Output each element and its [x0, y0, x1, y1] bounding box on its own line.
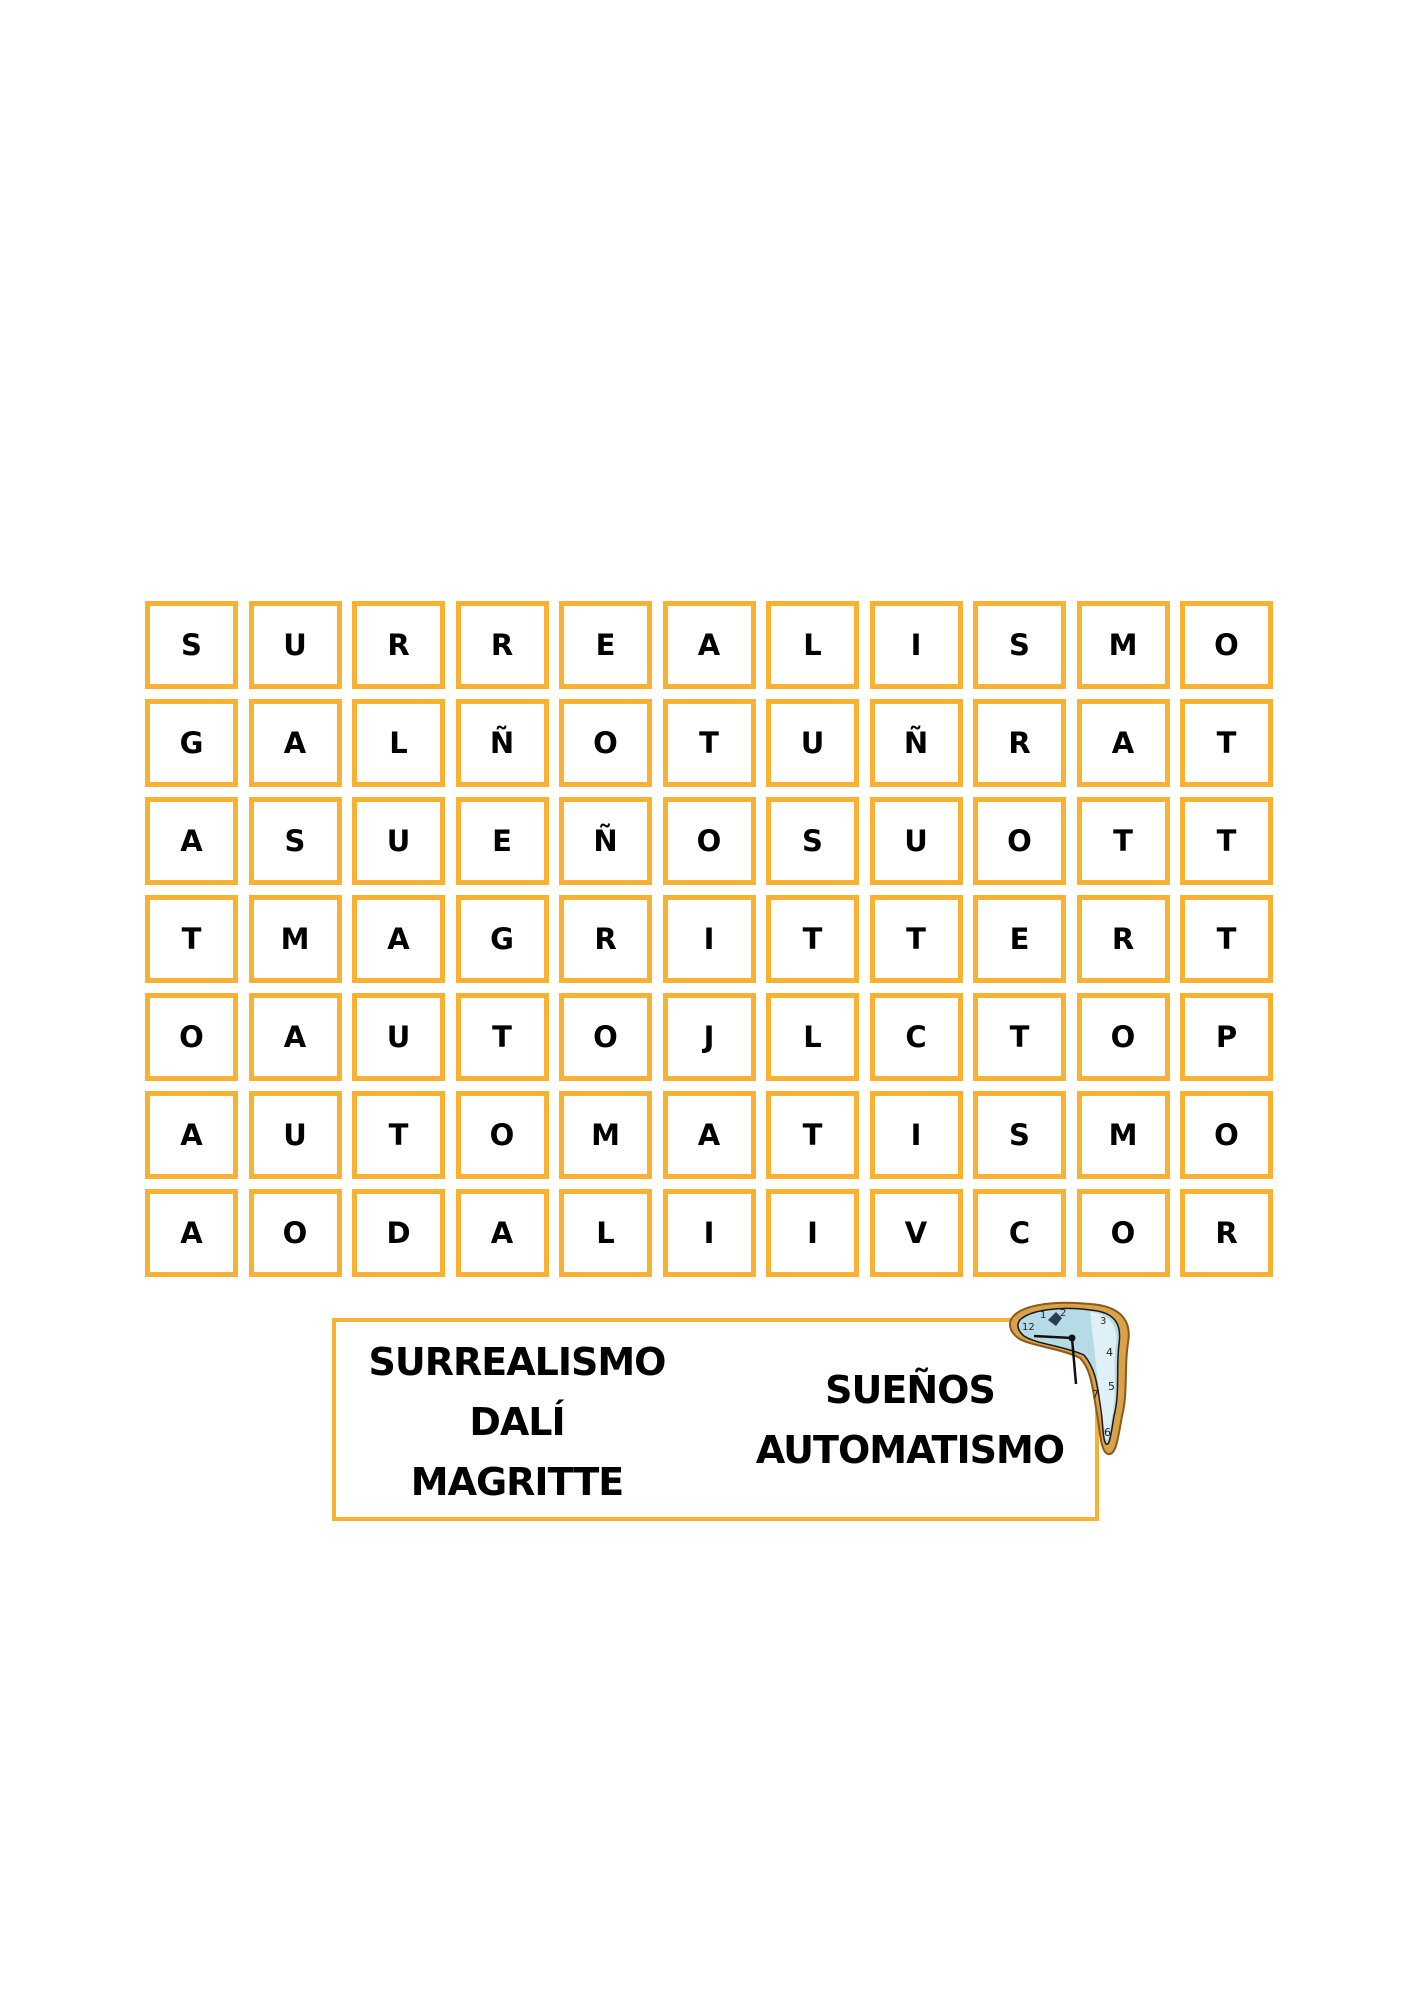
grid-cell[interactable]: V — [869, 1189, 963, 1277]
word-item: DALÍ — [469, 1400, 565, 1444]
grid-cell[interactable]: M — [1076, 601, 1170, 689]
grid-cell[interactable]: T — [145, 895, 238, 983]
grid-cell[interactable]: R — [559, 895, 652, 983]
svg-text:3: 3 — [1100, 1316, 1106, 1327]
grid-cell[interactable]: S — [766, 797, 859, 885]
grid-cell[interactable]: T — [766, 1091, 859, 1179]
grid-cell[interactable]: Ñ — [455, 699, 549, 787]
grid-cell[interactable]: G — [145, 699, 238, 787]
grid-cell[interactable]: G — [455, 895, 549, 983]
grid-cell[interactable]: Ñ — [869, 699, 963, 787]
grid-cell[interactable]: A — [248, 993, 342, 1081]
grid-cell[interactable]: E — [455, 797, 549, 885]
grid-cell[interactable]: R — [973, 699, 1066, 787]
grid-cell[interactable]: J — [662, 993, 756, 1081]
grid-cell[interactable]: T — [455, 993, 549, 1081]
grid-cell[interactable]: I — [662, 1189, 756, 1277]
grid-cell[interactable]: T — [1180, 895, 1273, 983]
grid-cell[interactable]: O — [455, 1091, 549, 1179]
svg-text:1: 1 — [1040, 1310, 1046, 1321]
grid-cell[interactable]: U — [352, 797, 445, 885]
grid-cell[interactable]: O — [1076, 993, 1170, 1081]
grid-cell[interactable]: S — [248, 797, 342, 885]
grid-cell[interactable]: A — [662, 601, 756, 689]
grid-cell[interactable]: L — [766, 993, 859, 1081]
grid-cell[interactable]: U — [869, 797, 963, 885]
grid-cell[interactable]: U — [248, 1091, 342, 1179]
grid-cell[interactable]: T — [766, 895, 859, 983]
svg-text:5: 5 — [1108, 1380, 1115, 1393]
word-item: MAGRITTE — [410, 1460, 624, 1504]
grid-cell[interactable]: O — [973, 797, 1066, 885]
melting-clock-icon: 12 1 2 3 4 5 7 6 — [1009, 1301, 1130, 1456]
grid-cell[interactable]: O — [662, 797, 756, 885]
grid-cell[interactable]: C — [973, 1189, 1066, 1277]
word-item: SUEÑOS — [825, 1368, 996, 1412]
word-list-box: SURREALISMO DALÍ MAGRITTE SUEÑOS AUTOMAT… — [332, 1318, 1099, 1521]
svg-text:7: 7 — [1092, 1388, 1099, 1401]
grid-cell[interactable]: O — [1076, 1189, 1170, 1277]
grid-cell[interactable]: U — [248, 601, 342, 689]
grid-cell[interactable]: I — [869, 1091, 963, 1179]
grid-cell[interactable]: U — [766, 699, 859, 787]
grid-cell[interactable]: M — [248, 895, 342, 983]
grid-cell[interactable]: O — [1180, 601, 1273, 689]
grid-cell[interactable]: R — [1180, 1189, 1273, 1277]
svg-text:2: 2 — [1060, 1308, 1066, 1319]
svg-text:12: 12 — [1022, 1322, 1035, 1333]
grid-cell[interactable]: A — [352, 895, 445, 983]
svg-text:4: 4 — [1106, 1346, 1113, 1359]
grid-cell[interactable]: R — [455, 601, 549, 689]
grid-cell[interactable]: O — [248, 1189, 342, 1277]
grid-cell[interactable]: R — [352, 601, 445, 689]
grid-cell[interactable]: S — [973, 601, 1066, 689]
grid-cell[interactable]: M — [1076, 1091, 1170, 1179]
grid-cell[interactable]: I — [662, 895, 756, 983]
grid-cell[interactable]: R — [1076, 895, 1170, 983]
grid-cell[interactable]: A — [145, 797, 238, 885]
grid-cell[interactable]: T — [1180, 699, 1273, 787]
grid-cell[interactable]: A — [145, 1189, 238, 1277]
grid-cell[interactable]: E — [559, 601, 652, 689]
grid-cell[interactable]: P — [1180, 993, 1273, 1081]
grid-cell[interactable]: M — [559, 1091, 652, 1179]
grid-cell[interactable]: T — [1180, 797, 1273, 885]
grid-cell[interactable]: A — [248, 699, 342, 787]
svg-text:6: 6 — [1104, 1426, 1111, 1439]
grid-cell[interactable]: A — [662, 1091, 756, 1179]
grid-cell[interactable]: Ñ — [559, 797, 652, 885]
grid-cell[interactable]: I — [766, 1189, 859, 1277]
grid-cell[interactable]: U — [352, 993, 445, 1081]
grid-cell[interactable]: T — [1076, 797, 1170, 885]
grid-cell[interactable]: C — [869, 993, 963, 1081]
grid-cell[interactable]: O — [559, 699, 652, 787]
grid-cell[interactable]: T — [352, 1091, 445, 1179]
grid-cell[interactable]: E — [973, 895, 1066, 983]
grid-cell[interactable]: I — [869, 601, 963, 689]
grid-cell[interactable]: D — [352, 1189, 445, 1277]
grid-cell[interactable]: O — [1180, 1091, 1273, 1179]
grid-cell[interactable]: A — [455, 1189, 549, 1277]
grid-cell[interactable]: O — [559, 993, 652, 1081]
word-item: SURREALISMO — [368, 1340, 667, 1384]
grid-cell[interactable]: L — [559, 1189, 652, 1277]
grid-cell[interactable]: T — [662, 699, 756, 787]
grid-cell[interactable]: T — [869, 895, 963, 983]
grid-cell[interactable]: L — [352, 699, 445, 787]
grid-cell[interactable]: L — [766, 601, 859, 689]
grid-cell[interactable]: O — [145, 993, 238, 1081]
grid-cell[interactable]: S — [973, 1091, 1066, 1179]
grid-cell[interactable]: S — [145, 601, 238, 689]
word-item: AUTOMATISMO — [755, 1428, 1065, 1472]
grid-cell[interactable]: A — [1076, 699, 1170, 787]
grid-cell[interactable]: T — [973, 993, 1066, 1081]
grid-cell[interactable]: A — [145, 1091, 238, 1179]
